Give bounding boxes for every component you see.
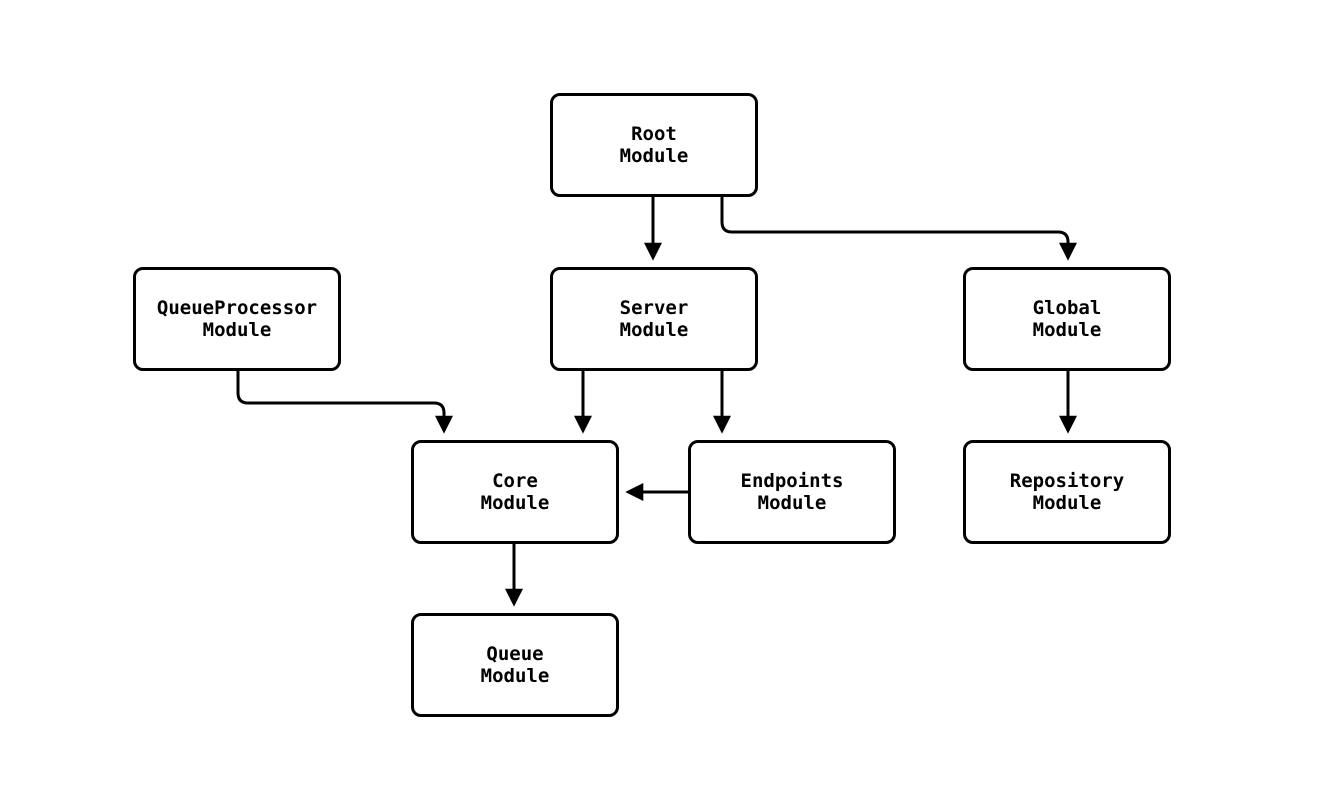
node-endpoints-module-label: Endpoints Module [740, 470, 844, 514]
node-root-module: Root Module [550, 93, 758, 197]
edge-root-to-global [720, 197, 1077, 261]
node-queue-module: Queue Module [411, 613, 619, 717]
node-global-module: Global Module [963, 267, 1171, 371]
edge-queueprocessor-to-core [236, 371, 453, 434]
node-repository-module: Repository Module [963, 440, 1171, 544]
node-global-module-label: Global Module [1032, 297, 1102, 341]
node-queueprocessor-module: QueueProcessor Module [133, 267, 341, 371]
node-endpoints-module: Endpoints Module [688, 440, 896, 544]
node-queueprocessor-module-label: QueueProcessor Module [156, 297, 318, 341]
node-core-module-label: Core Module [480, 470, 550, 514]
node-root-module-label: Root Module [619, 123, 689, 167]
node-server-module-label: Server Module [619, 297, 689, 341]
node-core-module: Core Module [411, 440, 619, 544]
node-queue-module-label: Queue Module [480, 643, 550, 687]
node-repository-module-label: Repository Module [1009, 470, 1125, 514]
node-server-module: Server Module [550, 267, 758, 371]
